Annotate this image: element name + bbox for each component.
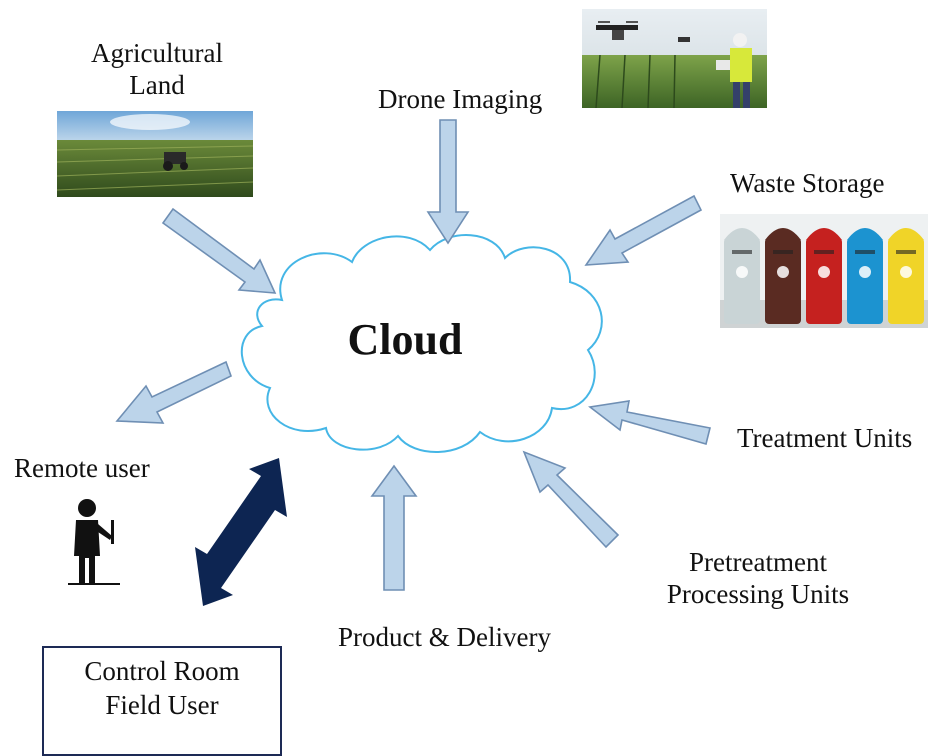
recycle-icon bbox=[818, 266, 830, 278]
agricultural-land-line1: Agricultural bbox=[91, 38, 223, 68]
diagram-canvas bbox=[56, 9, 928, 606]
waste-bin-lid bbox=[888, 228, 924, 240]
arrow-agricultural-to-cloud bbox=[161, 207, 277, 294]
waste-bin bbox=[888, 238, 924, 324]
arrow-waste-to-cloud bbox=[584, 194, 703, 266]
recycle-icon bbox=[736, 266, 748, 278]
cloud-shape bbox=[240, 234, 603, 453]
waste-bin-slot bbox=[814, 250, 834, 254]
waste-bin-lid bbox=[806, 228, 842, 240]
waste-bin bbox=[806, 238, 842, 324]
cloud-label: Cloud bbox=[347, 315, 463, 364]
control-room-line1: Control Room bbox=[84, 656, 240, 686]
waste-bin-lid bbox=[765, 228, 801, 240]
product-delivery-label: Product & Delivery bbox=[338, 622, 551, 652]
control-room-box: Control Room Field User bbox=[42, 646, 282, 756]
drone-field-photo bbox=[582, 9, 767, 109]
recycle-icon bbox=[859, 266, 871, 278]
waste-bin bbox=[724, 238, 760, 324]
waste-bins-photo bbox=[720, 214, 928, 328]
waste-bin bbox=[765, 238, 801, 324]
control-room-line2: Field User bbox=[105, 689, 219, 720]
recycle-icon bbox=[900, 266, 912, 278]
waste-bin-lid bbox=[847, 228, 883, 240]
person-silhouette-icon bbox=[68, 499, 120, 585]
waste-bin-slot bbox=[896, 250, 916, 254]
recycle-icon bbox=[777, 266, 789, 278]
pretreatment-line1: Pretreatment bbox=[689, 547, 827, 577]
waste-storage-label: Waste Storage bbox=[730, 168, 885, 198]
treatment-units-label: Treatment Units bbox=[737, 423, 913, 453]
arrow-treatment-to-cloud bbox=[588, 400, 711, 445]
arrow-drone-to-cloud bbox=[426, 119, 470, 245]
remote-user-label: Remote user bbox=[14, 453, 150, 483]
arrow-cloud-to-remote bbox=[115, 360, 232, 424]
farmland-tractor-photo bbox=[56, 111, 254, 197]
waste-bin bbox=[847, 238, 883, 324]
arrow-pretreatment-to-cloud bbox=[522, 450, 620, 549]
pretreatment-line2: Processing Units bbox=[666, 578, 850, 609]
agricultural-land-line2: Land bbox=[129, 69, 185, 100]
waste-bin-lid bbox=[724, 228, 760, 240]
pretreatment-label: Pretreatment Processing Units bbox=[644, 547, 872, 611]
waste-bin-slot bbox=[773, 250, 793, 254]
drone-imaging-label: Drone Imaging bbox=[378, 84, 543, 114]
agricultural-land-label: Agricultural Land bbox=[70, 38, 244, 102]
double-arrow-control-cloud bbox=[195, 458, 287, 606]
waste-bin-slot bbox=[732, 250, 752, 254]
waste-bin-slot bbox=[855, 250, 875, 254]
arrow-product-to-cloud bbox=[370, 464, 418, 591]
